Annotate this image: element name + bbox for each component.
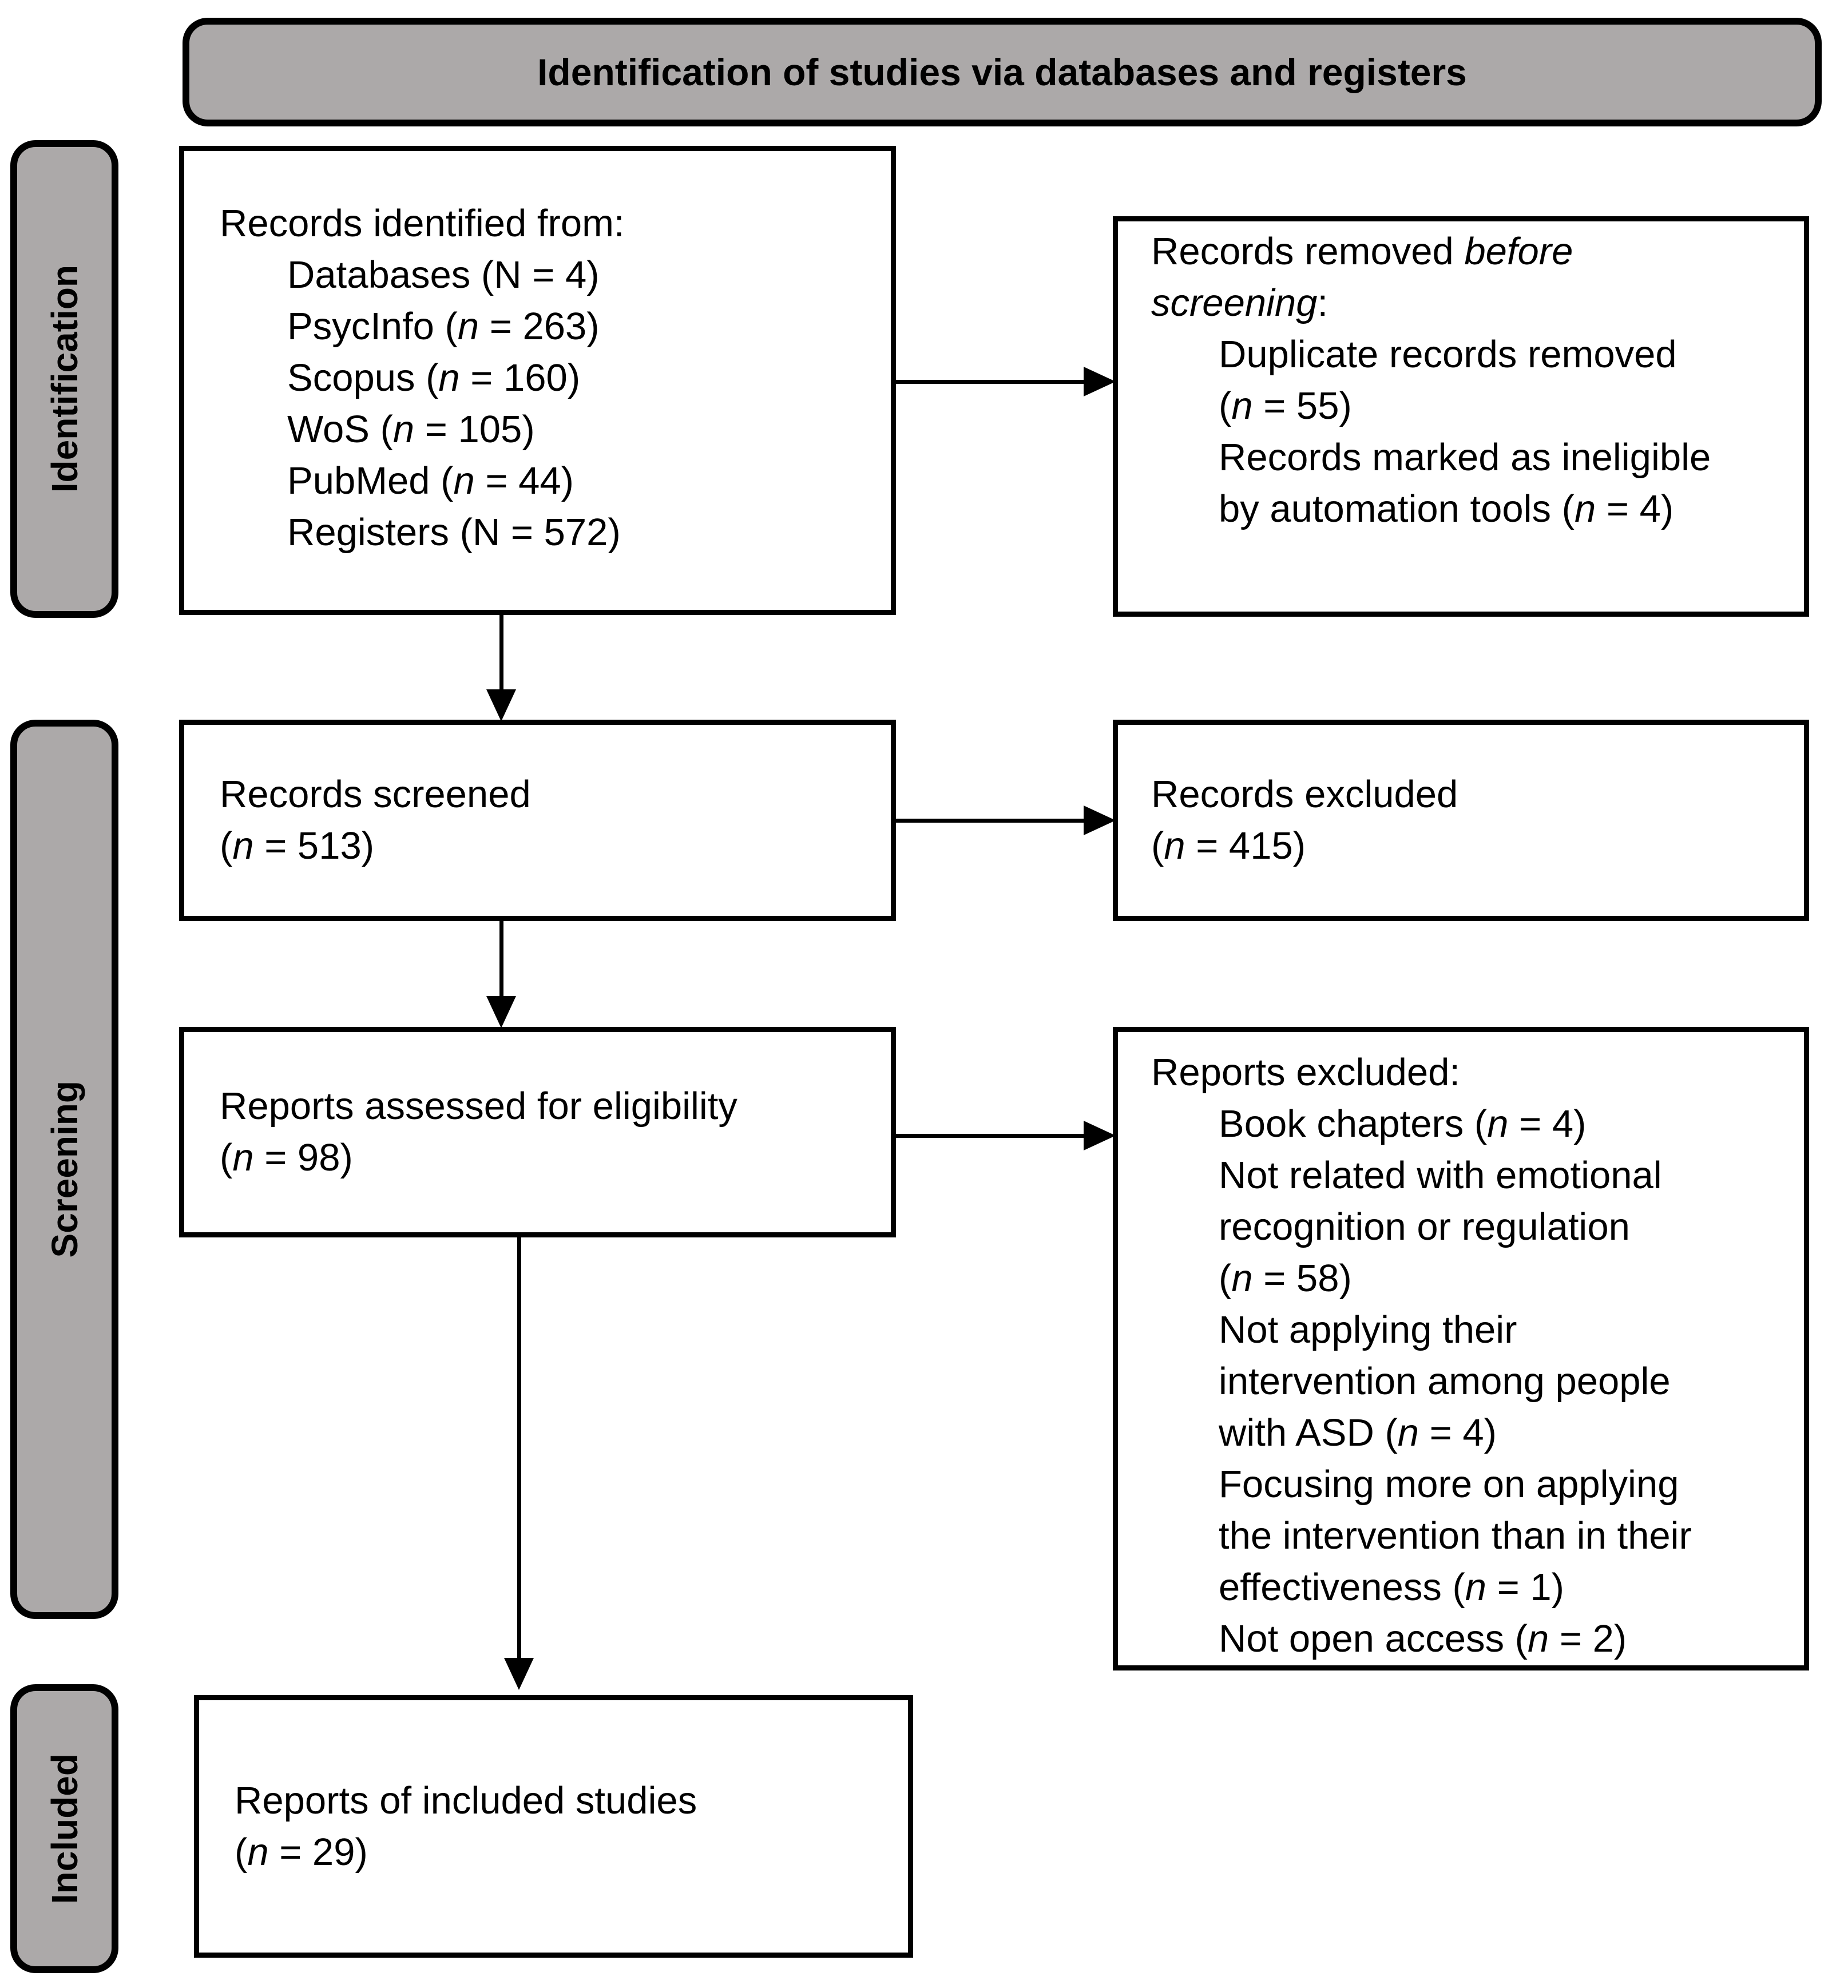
box-reports-excluded: Reports excluded: Book chapters (n = 4) No… <box>1113 1027 1809 1670</box>
text-line: Reports of included studies <box>235 1779 697 1822</box>
text-line: Registers (N = 572) <box>287 511 621 554</box>
header-banner: Identification of studies via databases … <box>183 18 1822 126</box>
arrowhead-right-icon <box>1084 805 1116 835</box>
text-line: PubMed (n = 44) <box>287 459 574 502</box>
text-line: the intervention than in their <box>1219 1514 1692 1557</box>
box-records-screened: Records screened (n = 513) <box>179 720 896 921</box>
arrowhead-down-icon <box>504 1658 534 1690</box>
phase-label-identification-text: Identification <box>43 265 85 493</box>
box-records-excluded: Records excluded (n = 415) <box>1113 720 1809 921</box>
phase-label-included-text: Included <box>43 1753 85 1904</box>
text-line: Records excluded <box>1151 773 1458 816</box>
arrow-line <box>499 921 503 998</box>
box-records-removed-before-screening: Records removed before screening: Duplicat… <box>1113 216 1809 617</box>
text-line: by automation tools (n = 4) <box>1219 487 1674 530</box>
text-line: (n = 98) <box>220 1136 353 1179</box>
text-line: Not related with emotional <box>1219 1154 1662 1197</box>
text-line: (n = 415) <box>1151 824 1306 867</box>
phase-label-included: Included <box>10 1684 118 1973</box>
text-line: with ASD (n = 4) <box>1219 1411 1497 1454</box>
text-line: Book chapters (n = 4) <box>1219 1102 1587 1145</box>
text-line: recognition or regulation <box>1219 1205 1630 1248</box>
arrow-line <box>517 1237 521 1659</box>
box-reports-included: Reports of included studies (n = 29) <box>194 1695 913 1958</box>
header-title: Identification of studies via databases … <box>537 51 1467 93</box>
text-line: intervention among people <box>1219 1360 1671 1403</box>
text-line: Reports assessed for eligibility <box>220 1085 737 1128</box>
box-reports-assessed: Reports assessed for eligibility (n = 98) <box>179 1027 896 1237</box>
arrowhead-down-icon <box>486 689 516 721</box>
text-line: Focusing more on applying <box>1219 1463 1679 1506</box>
text-line: Reports excluded: <box>1151 1051 1461 1094</box>
arrow-line <box>896 819 1085 823</box>
text-line: Records screened <box>220 773 531 816</box>
text-line: screening: <box>1151 281 1329 324</box>
text-line: Scopus (n = 160) <box>287 356 581 399</box>
arrowhead-right-icon <box>1084 1121 1116 1150</box>
text-line: Records removed before <box>1151 230 1573 273</box>
text-line: Not open access (n = 2) <box>1219 1617 1627 1660</box>
text-line: Records identified from: <box>220 202 625 245</box>
text-line: Duplicate records removed <box>1219 333 1677 376</box>
text-line: PsycInfo (n = 263) <box>287 305 600 348</box>
text-line: WoS (n = 105) <box>287 408 535 451</box>
arrow-line <box>499 615 503 692</box>
text-line: (n = 513) <box>220 824 375 867</box>
text-line: (n = 29) <box>235 1830 368 1874</box>
arrow-line <box>896 1134 1085 1138</box>
text-line: Not applying their <box>1219 1308 1517 1351</box>
arrowhead-down-icon <box>486 996 516 1028</box>
arrowhead-right-icon <box>1084 367 1116 396</box>
phase-label-screening-text: Screening <box>43 1081 85 1258</box>
text-line: Records marked as ineligible <box>1219 436 1711 479</box>
box-records-identified: Records identified from: Databases (N = 4… <box>179 146 896 615</box>
phase-label-identification: Identification <box>10 140 118 618</box>
arrow-line <box>896 380 1085 384</box>
phase-label-screening: Screening <box>10 720 118 1619</box>
text-line: (n = 58) <box>1219 1257 1352 1300</box>
text-line: Databases (N = 4) <box>287 253 600 296</box>
text-line: (n = 55) <box>1219 384 1352 427</box>
text-line: effectiveness (n = 1) <box>1219 1566 1564 1609</box>
